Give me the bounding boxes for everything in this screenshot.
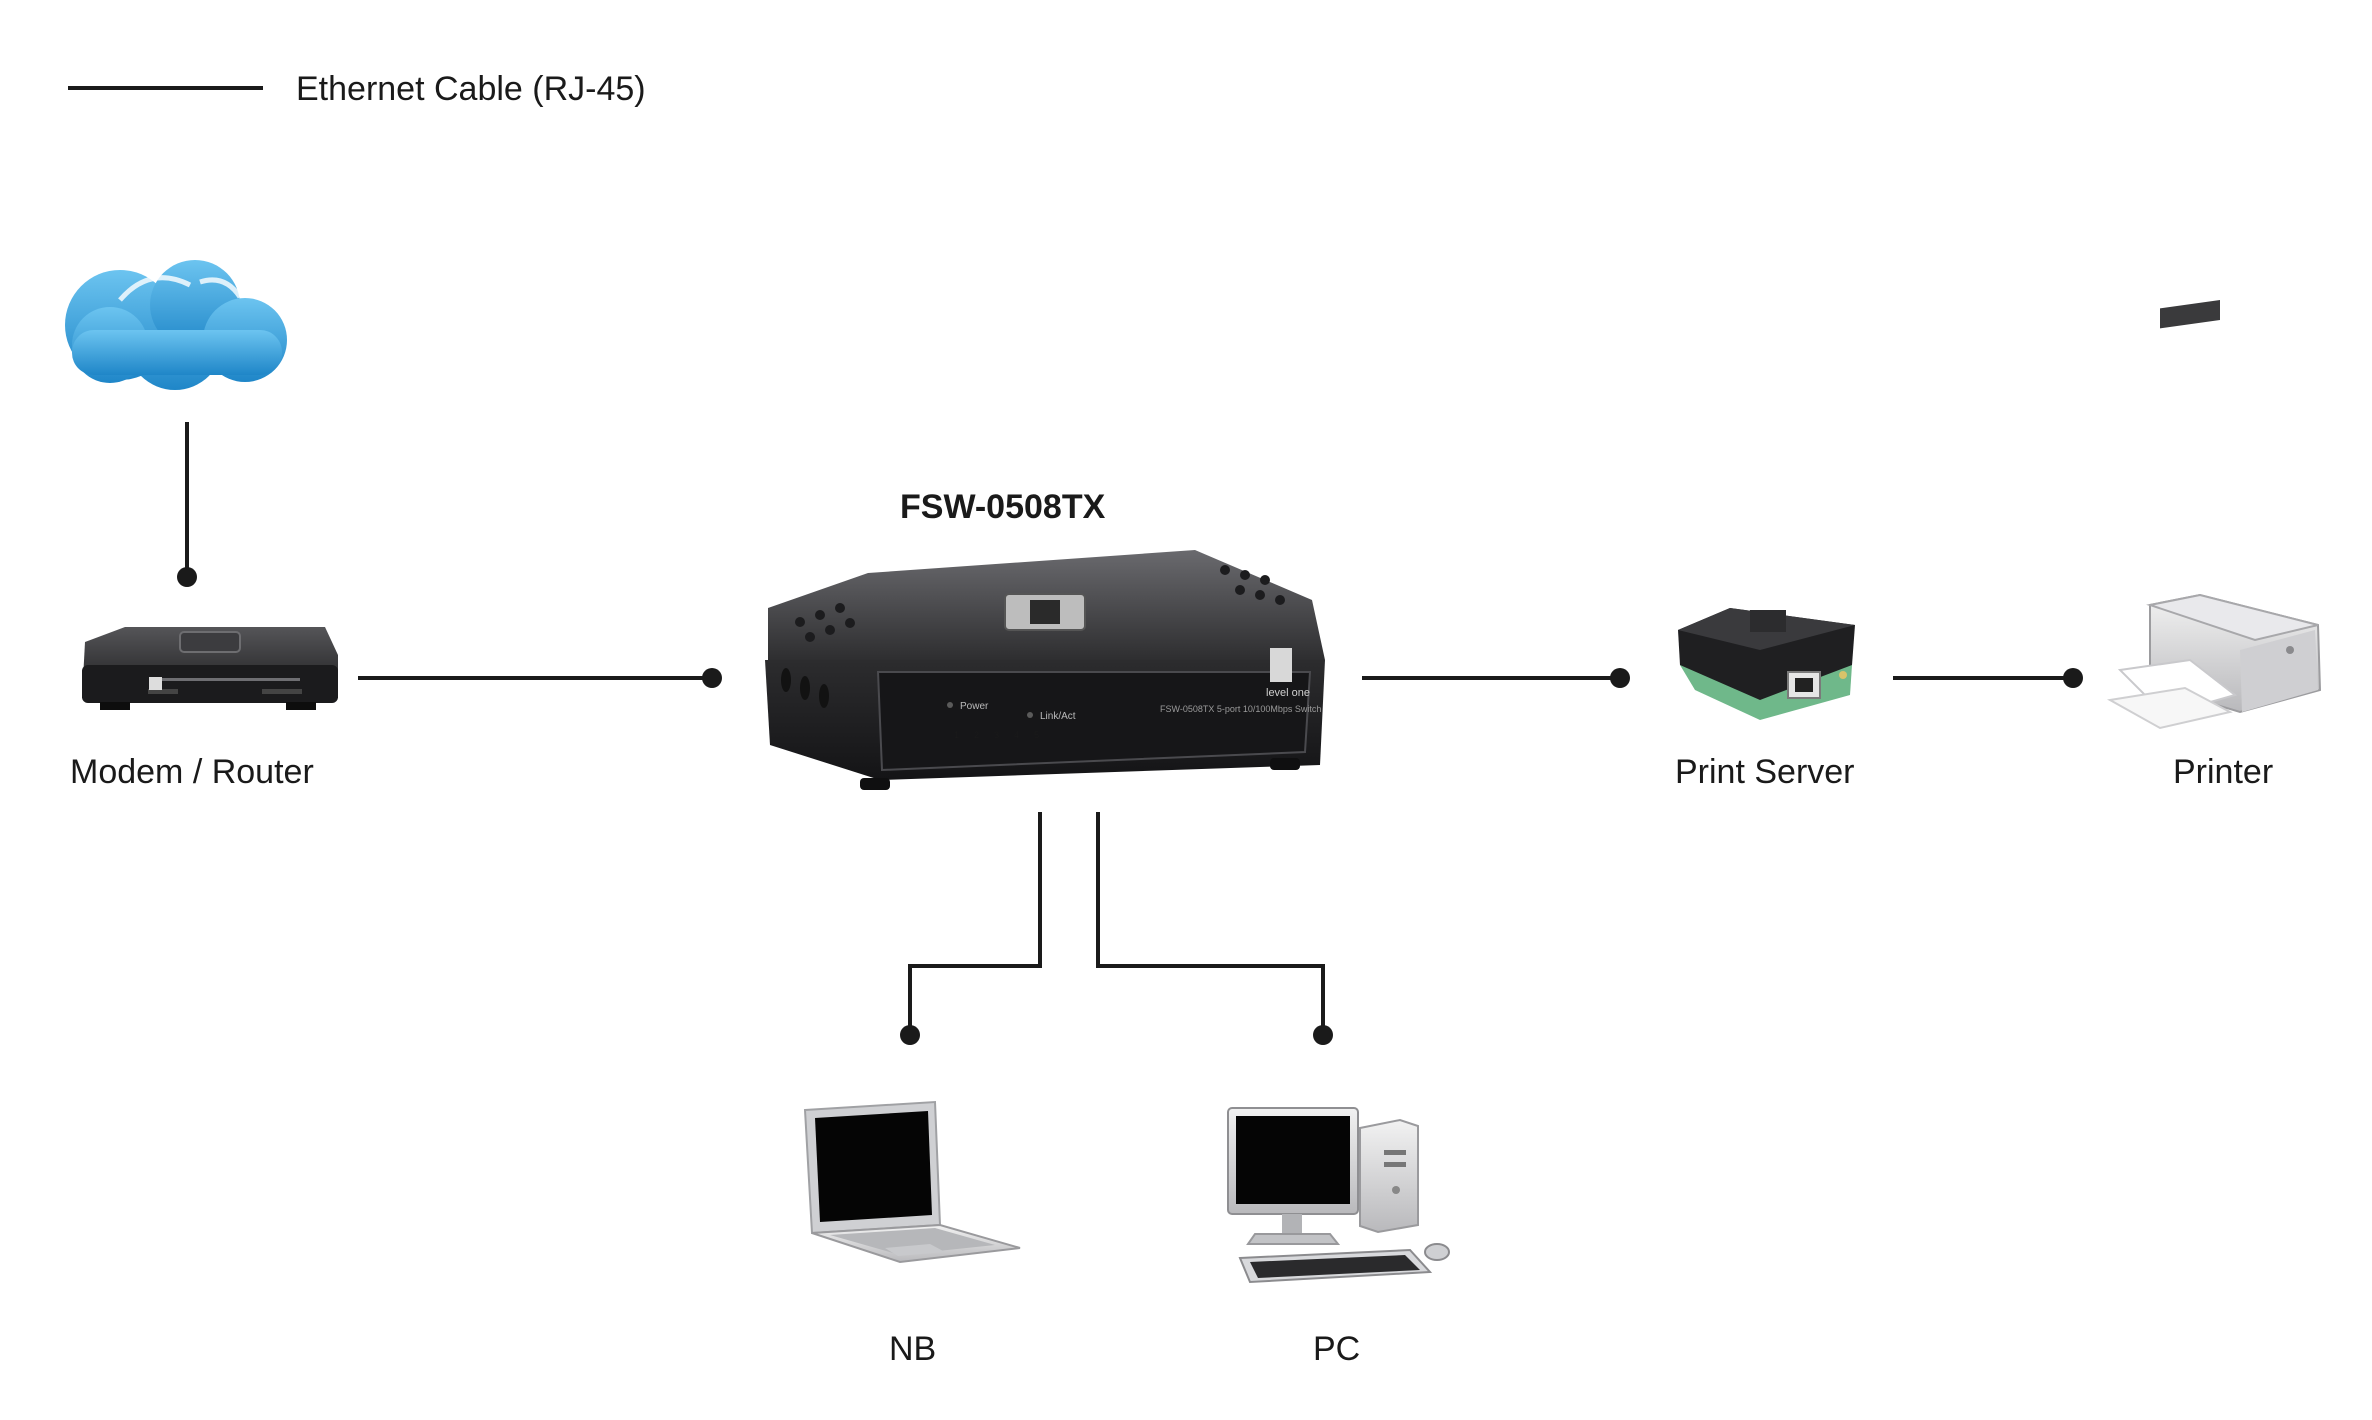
switch-port-number: 5 [1034, 730, 1039, 740]
cable-switch-notebook [908, 812, 1042, 1035]
print-server-icon [1678, 608, 1855, 720]
endpoint-dot [177, 567, 197, 587]
label-modem-router: Modem / Router [70, 753, 314, 791]
label-notebook: NB [889, 1330, 936, 1368]
endpoint-dot [1313, 1025, 1333, 1045]
printer-icon [2107, 299, 2322, 730]
switch-port-number: 1 [954, 730, 959, 740]
switch-port-number: 3 [994, 730, 999, 740]
endpoint-dot [702, 668, 722, 688]
switch-port-number: 4 [1014, 730, 1019, 740]
endpoint-dot [900, 1025, 920, 1045]
switch-led-power-label: Power [960, 701, 989, 712]
endpoint-dot [1610, 668, 1630, 688]
cloud-icon [65, 260, 287, 390]
cable-switch-pc [1096, 812, 1325, 1035]
switch-icon: level one Power Link/Act 1 2 3 4 5 FSW-0… [765, 550, 1325, 790]
connection-endpoints [177, 567, 2083, 1045]
switch-port-number: 2 [974, 730, 979, 740]
pc-icon [1227, 1107, 1450, 1284]
switch-led-link-label: Link/Act [1040, 711, 1076, 722]
switch-port-numbers: 1 2 3 4 5 [954, 730, 1039, 740]
label-print-server: Print Server [1675, 753, 1855, 791]
switch-brand-mark: level one [1266, 687, 1310, 699]
switch-front-model-text: FSW-0508TX 5-port 10/100Mbps Switch [1160, 704, 1321, 714]
legend: Ethernet Cable (RJ-45) [68, 70, 646, 108]
label-pc: PC [1313, 1330, 1360, 1368]
notebook-icon [803, 1100, 1021, 1264]
modem-router-icon [82, 627, 338, 710]
label-printer: Printer [2173, 753, 2273, 791]
switch-model-title: FSW-0508TX [900, 488, 1106, 526]
legend-cable-label: Ethernet Cable (RJ-45) [296, 70, 646, 108]
endpoint-dot [2063, 668, 2083, 688]
connections [185, 422, 2073, 1035]
